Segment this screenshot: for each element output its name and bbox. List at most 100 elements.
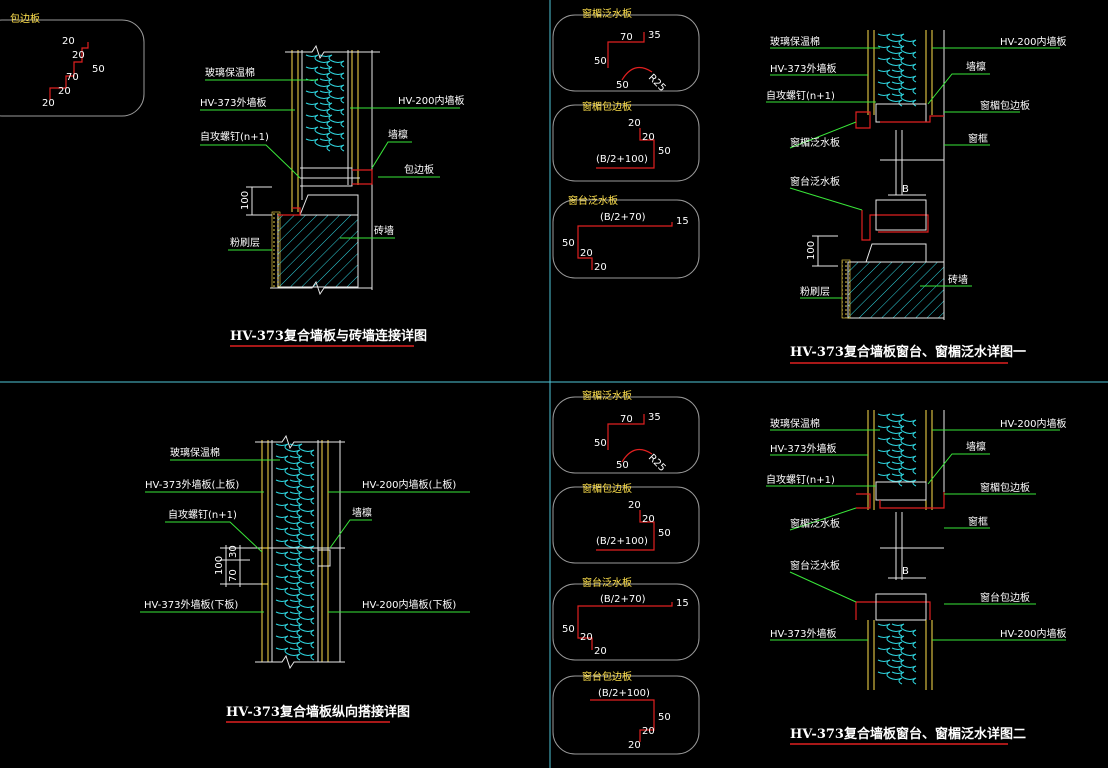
svg-text:20: 20 [594,262,607,273]
svg-text:墙檩: 墙檩 [388,128,408,141]
svg-text:窗楣泛水板: 窗楣泛水板 [582,389,632,402]
svg-text:HV-200内墙板(下板): HV-200内墙板(下板) [362,598,456,611]
svg-text:20: 20 [628,500,641,511]
svg-text:15: 15 [676,216,689,227]
svg-text:包边板: 包边板 [404,163,434,176]
legend-lintel-trim-2: 窗楣包边板 20 20 50 (B/2+100) [552,482,700,564]
svg-text:20: 20 [594,646,607,657]
svg-text:20: 20 [642,726,655,737]
svg-text:HV-200内墙板: HV-200内墙板 [1000,35,1066,48]
svg-text:粉刷层: 粉刷层 [230,236,260,249]
svg-text:R25: R25 [646,452,668,474]
legend-trim-title: 包边板 [10,12,40,25]
svg-text:20: 20 [628,118,641,129]
svg-text:50: 50 [562,624,575,635]
svg-text:20: 20 [42,98,55,109]
title-vertical-lap: HV-373复合墙板纵向搭接详图 [226,704,410,720]
detail-window-flashing-1: B 100 玻璃保温棉 HV-373外墙板 自攻螺钉(n+1) HV-200内墙… [766,30,1066,364]
svg-text:HV-373外墙板(上板): HV-373外墙板(上板) [145,478,239,491]
legend-sill-flashing-2: 窗台泛水板 (B/2+70) 15 50 20 20 [552,576,700,661]
svg-text:HV-373外墙板(下板): HV-373外墙板(下板) [144,598,238,611]
svg-text:50: 50 [562,238,575,249]
svg-text:HV-200内墙板: HV-200内墙板 [1000,417,1066,430]
svg-text:35: 35 [648,412,661,423]
title-window-flashing-2: HV-373复合墙板窗台、窗楣泛水详图二 [790,726,1026,742]
svg-text:20: 20 [642,514,655,525]
svg-text:30: 30 [228,545,239,558]
svg-text:35: 35 [648,30,661,41]
svg-text:(B/2+100): (B/2+100) [596,536,648,547]
svg-text:70: 70 [228,569,239,582]
svg-text:窗楣包边板: 窗楣包边板 [582,100,632,113]
svg-text:窗台包边板: 窗台包边板 [980,591,1030,604]
svg-text:自攻螺钉(n+1): 自攻螺钉(n+1) [168,508,237,521]
svg-text:窗楣包边板: 窗楣包边板 [582,482,632,495]
svg-text:20: 20 [58,86,71,97]
svg-text:窗楣包边板: 窗楣包边板 [980,99,1030,112]
svg-text:HV-373外墙板: HV-373外墙板 [770,627,836,640]
svg-text:窗楣泛水板: 窗楣泛水板 [790,136,840,149]
svg-text:20: 20 [628,740,641,751]
svg-text:窗楣泛水板: 窗楣泛水板 [582,7,632,20]
svg-text:窗台泛水板: 窗台泛水板 [582,576,632,589]
svg-text:玻璃保温棉: 玻璃保温棉 [205,66,255,79]
svg-text:砖墙: 砖墙 [374,224,394,237]
legend-trim-board: 包边板 20 20 50 70 20 20 [0,12,145,117]
svg-text:HV-373外墙板: HV-373外墙板 [200,96,266,109]
svg-text:50: 50 [658,528,671,539]
detail-vertical-lap: 100 70 30 玻璃保温棉 HV-373外墙板(上板) 自攻螺钉(n+1) … [140,434,470,723]
svg-text:HV-373外墙板: HV-373外墙板 [770,62,836,75]
svg-text:B: B [902,566,909,577]
svg-text:HV-200内墙板(上板): HV-200内墙板(上板) [362,478,456,491]
svg-text:窗台泛水板: 窗台泛水板 [568,194,618,207]
svg-text:(B/2+100): (B/2+100) [596,154,648,165]
svg-text:20: 20 [642,132,655,143]
svg-text:100: 100 [806,241,817,260]
svg-text:20: 20 [62,36,75,47]
svg-text:窗台包边板: 窗台包边板 [582,670,632,683]
svg-text:HV-200内墙板: HV-200内墙板 [398,94,464,107]
svg-text:窗框: 窗框 [968,132,988,145]
svg-text:50: 50 [658,712,671,723]
svg-text:HV-200内墙板: HV-200内墙板 [1000,627,1066,640]
svg-text:(B/2+70): (B/2+70) [600,594,646,605]
svg-text:(B/2+70): (B/2+70) [600,212,646,223]
svg-text:70: 70 [66,72,79,83]
svg-text:50: 50 [616,80,629,91]
svg-text:50: 50 [616,460,629,471]
svg-text:墙檩: 墙檩 [352,506,372,519]
svg-text:100: 100 [214,556,225,575]
svg-text:玻璃保温棉: 玻璃保温棉 [770,417,820,430]
svg-text:自攻螺钉(n+1): 自攻螺钉(n+1) [766,473,835,486]
svg-text:50: 50 [594,438,607,449]
svg-text:(B/2+100): (B/2+100) [598,688,650,699]
svg-text:70: 70 [620,32,633,43]
svg-text:窗楣泛水板: 窗楣泛水板 [790,517,840,530]
svg-text:窗框: 窗框 [968,515,988,528]
svg-text:玻璃保温棉: 玻璃保温棉 [170,446,220,459]
svg-text:砖墙: 砖墙 [948,273,968,286]
svg-text:50: 50 [658,146,671,157]
legend-lintel-flashing-2: 窗楣泛水板 70 35 50 50 R25 [552,389,700,474]
legend-sill-flashing-1: 窗台泛水板 (B/2+70) 15 50 20 20 [552,194,700,279]
svg-text:20: 20 [72,50,85,61]
legend-sill-trim: 窗台包边板 (B/2+100) 50 20 20 [552,670,700,755]
svg-text:自攻螺钉(n+1): 自攻螺钉(n+1) [766,89,835,102]
svg-text:20: 20 [580,632,593,643]
legend-lintel-trim-1: 窗楣包边板 20 20 50 (B/2+100) [552,100,700,182]
svg-text:20: 20 [580,248,593,259]
svg-text:窗台泛水板: 窗台泛水板 [790,559,840,572]
title-brick-connection: HV-373复合墙板与砖墙连接详图 [230,328,427,344]
detail-window-flashing-2: B 玻璃保温棉 HV-373外墙板 自攻螺钉(n+1) HV-200内墙板 墙檩… [766,410,1066,745]
svg-text:100: 100 [240,191,251,210]
title-window-flashing-1: HV-373复合墙板窗台、窗楣泛水详图一 [790,344,1026,360]
svg-text:70: 70 [620,414,633,425]
svg-text:15: 15 [676,598,689,609]
svg-text:自攻螺钉(n+1): 自攻螺钉(n+1) [200,130,269,143]
svg-text:墙檩: 墙檩 [966,440,986,453]
legend-lintel-flashing-1: 窗楣泛水板 70 35 50 50 R25 [552,7,700,94]
svg-text:50: 50 [92,64,105,75]
svg-text:粉刷层: 粉刷层 [800,285,830,298]
